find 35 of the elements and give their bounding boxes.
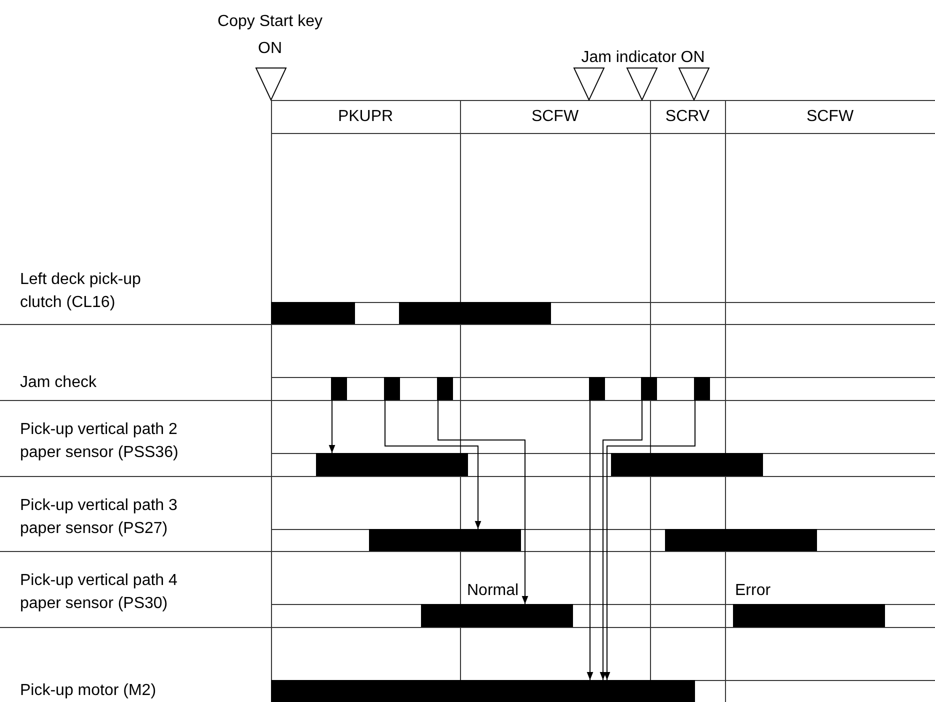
signal-name: Jam check: [20, 373, 98, 393]
signal-on-bar: [399, 302, 551, 324]
event-label: Jam indicator ON: [580, 48, 706, 68]
signal-on-bar: [437, 377, 453, 400]
signal-on-bar: [611, 453, 763, 476]
arrow: [384, 400, 482, 530]
signal-on-bar: [694, 377, 710, 400]
arrow: [600, 400, 642, 680]
phase-label: PKUPR: [271, 100, 460, 133]
arrow: [604, 400, 696, 680]
signal-name: Pick-up vertical path 4 paper sensor (PS30): [20, 571, 178, 614]
signal-on-bar: [271, 680, 695, 702]
signal-on-bar: [733, 604, 885, 627]
case-label: Error: [735, 581, 772, 601]
phase-label: SCFW: [460, 100, 650, 133]
signal-on-bar: [271, 302, 355, 324]
case-label: Normal: [467, 581, 520, 601]
signal-on-bar: [589, 377, 605, 400]
signal-name: Left deck pick-up clutch (CL16): [20, 270, 142, 313]
signal-name: Pick-up vertical path 3 paper sensor (PS27): [20, 496, 178, 539]
signal-on-bar: [369, 529, 521, 551]
signal-on-bar: [331, 377, 347, 400]
event-label: Copy Start key ON: [216, 12, 324, 59]
signal-on-bar: [421, 604, 573, 627]
signal-on-bar: [641, 377, 657, 400]
arrow: [438, 400, 528, 604]
signal-name: Pick-up vertical path 2 paper sensor (PSS36): [20, 420, 180, 463]
signal-on-bar: [316, 453, 468, 476]
arrow: [586, 400, 594, 680]
signal-name: Pick-up motor (M2): [20, 681, 158, 701]
signal-on-bar: [384, 377, 400, 400]
arrow: [328, 400, 336, 454]
signal-on-bar: [665, 529, 817, 551]
phase-label: SCRV: [650, 100, 725, 133]
phase-label: SCFW: [725, 100, 935, 133]
